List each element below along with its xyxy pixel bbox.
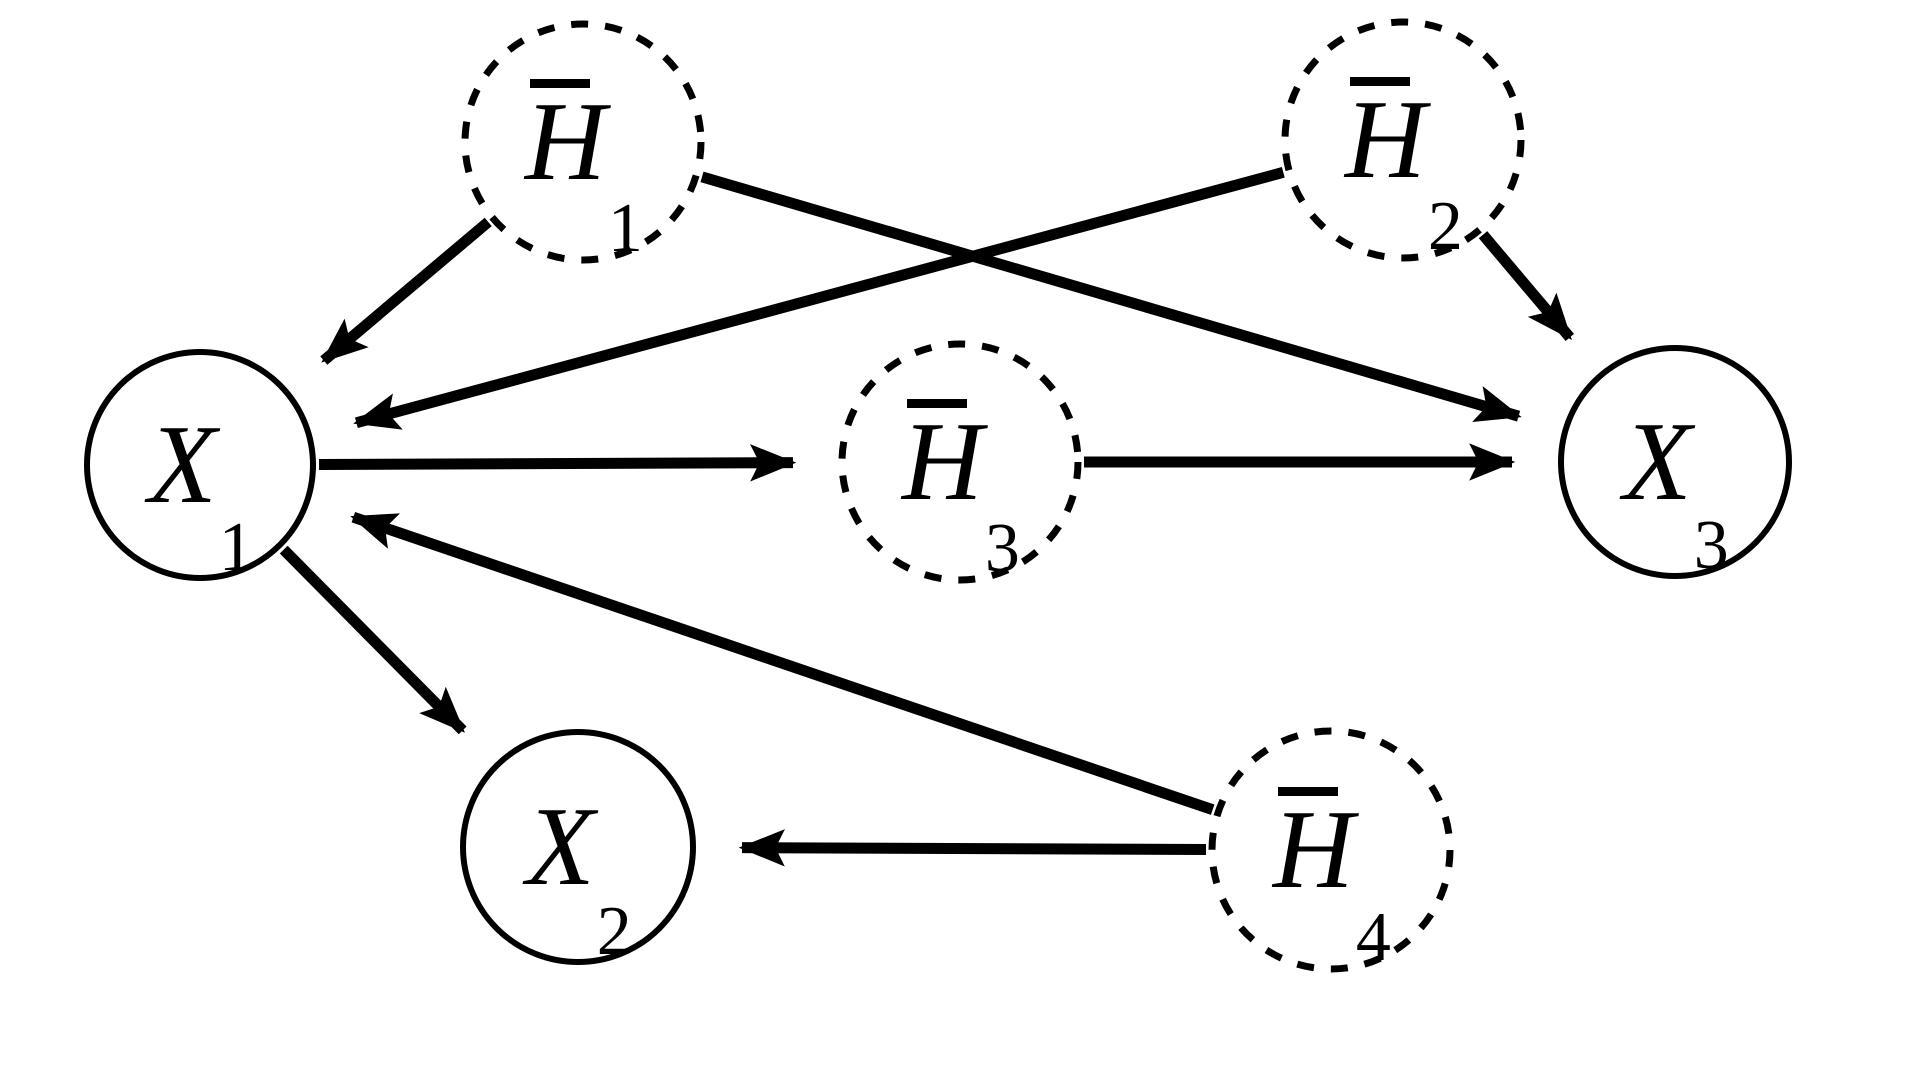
node-circle-h1 [461,20,705,264]
node-label-main: X [526,785,595,909]
node-label-main: H [525,79,606,204]
edges-layer [279,167,1575,867]
node-label-subscript: 2 [1427,188,1463,266]
edge-h2-to-x1 [353,167,1285,430]
node-label-h3: H3 [818,356,1101,584]
node-circle-x3 [1558,345,1792,579]
node-label-x3: X3 [1538,359,1812,580]
node-label-h1: H1 [441,36,724,264]
node-x1[interactable]: X1 [64,349,335,582]
node-label-subscript: 3 [984,510,1020,588]
node-label-x2: X2 [440,744,716,966]
node-label-x1: X1 [64,363,335,582]
node-label-main: X [1623,399,1692,524]
node-label-main: H [902,399,983,524]
node-label-subscript: 3 [1693,506,1729,584]
node-label-main: H [1345,77,1426,202]
edge-x1-to-x2 [279,545,467,735]
node-x3[interactable]: X3 [1538,345,1812,580]
edge-h4-to-x2 [738,829,1207,867]
node-h2[interactable]: H2 [1261,18,1544,262]
edge-h1-to-x3 [700,171,1522,423]
node-label-main: H [1273,787,1354,912]
node-x2[interactable]: X2 [440,729,716,966]
node-label-h4: H4 [1188,743,1474,973]
edge-h2-to-x3 [1478,231,1575,342]
node-label-subscript: 4 [1355,899,1391,977]
edge-h1-to-x1 [320,217,492,365]
node-label-subscript: 2 [596,892,632,970]
node-label-main: X [148,402,217,527]
node-circle-h3 [838,340,1082,584]
node-label-subscript: 1 [218,508,254,586]
node-h3[interactable]: H3 [818,340,1101,584]
node-circle-x2 [460,729,696,965]
node-label-h2: H2 [1261,34,1544,262]
edge-h4-to-x1 [350,511,1215,815]
node-circle-h2 [1281,18,1525,262]
node-circle-x1 [84,349,316,581]
edge-x1-to-h3 [318,444,797,482]
node-label-subscript: 1 [607,190,643,268]
node-h1[interactable]: H1 [441,20,724,264]
node-h4[interactable]: H4 [1188,727,1474,973]
node-circle-h4 [1208,727,1454,973]
